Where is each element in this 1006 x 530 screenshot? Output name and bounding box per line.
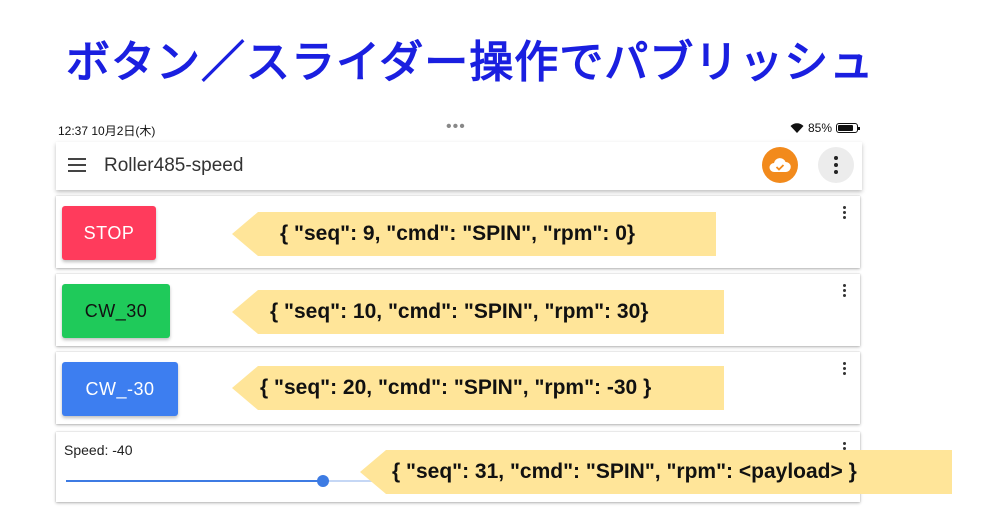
speed-label: Speed: -40: [64, 442, 133, 458]
cw-minus30-button[interactable]: CW_-30: [62, 362, 178, 416]
slider-thumb[interactable]: [317, 475, 330, 487]
callout-slider: { "seq": 31, "cmd": "SPIN", "rpm": <payl…: [360, 450, 952, 494]
card-stop: STOP: [56, 196, 860, 268]
slider-active-track: [66, 480, 324, 482]
card-menu-button[interactable]: [843, 206, 846, 219]
more-vert-icon: [843, 206, 846, 219]
more-vert-icon: [843, 362, 846, 375]
app-bar: Roller485-speed: [56, 142, 862, 190]
menu-icon[interactable]: [68, 158, 86, 172]
status-bar: 12:37 10月2日(木) ••• 85%: [56, 118, 862, 140]
callout-cw30: { "seq": 10, "cmd": "SPIN", "rpm": 30}: [232, 290, 724, 334]
callout-stop: { "seq": 9, "cmd": "SPIN", "rpm": 0}: [232, 212, 716, 256]
battery-percent: 85%: [807, 121, 832, 135]
multitask-dots[interactable]: •••: [446, 118, 466, 135]
card-menu-button[interactable]: [843, 284, 846, 297]
card-menu-button[interactable]: [843, 362, 846, 375]
callout-cw-minus30: { "seq": 20, "cmd": "SPIN", "rpm": -30 }: [232, 366, 724, 410]
more-vert-icon: [843, 284, 846, 297]
more-vert-icon: [834, 156, 838, 174]
status-right: 85%: [790, 121, 860, 135]
cloud-check-icon: [769, 158, 791, 172]
battery-icon: [836, 123, 860, 133]
more-options-button[interactable]: [818, 147, 854, 183]
wifi-icon: [790, 123, 804, 133]
stop-button[interactable]: STOP: [62, 206, 156, 260]
slide-title: ボタン／スライダー操作でパブリッシュ: [66, 37, 875, 88]
status-time: 12:37 10月2日(木): [58, 124, 156, 138]
app-title: Roller485-speed: [104, 155, 244, 176]
cw30-button[interactable]: CW_30: [62, 284, 170, 338]
cloud-sync-button[interactable]: [762, 147, 798, 183]
